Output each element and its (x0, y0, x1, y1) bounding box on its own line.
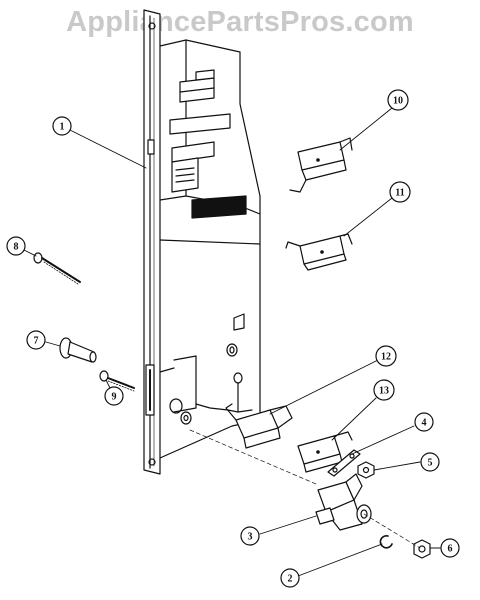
svg-text:4: 4 (422, 418, 427, 429)
bracket-panel (143, 9, 261, 475)
callout-5: 5 (420, 452, 440, 472)
svg-text:7: 7 (34, 336, 39, 347)
nut-6 (413, 539, 431, 559)
callout-12: 12 (375, 345, 397, 367)
switch-12 (225, 403, 293, 449)
svg-text:10: 10 (393, 96, 403, 107)
callout-13: 13 (373, 379, 395, 401)
screw-9 (99, 370, 135, 392)
upper-bracket-details (169, 69, 247, 219)
callout-11: 11 (389, 181, 411, 203)
svg-text:6: 6 (448, 544, 453, 555)
svg-text:8: 8 (14, 242, 19, 253)
callout-1: 1 (52, 116, 72, 136)
callout-7: 7 (26, 330, 46, 350)
svg-text:11: 11 (395, 188, 404, 199)
nut-5 (357, 461, 375, 479)
actuator-3 (315, 473, 372, 531)
svg-text:1: 1 (60, 122, 65, 133)
watermark-text: AppliancePartsPros.com (66, 6, 414, 38)
switch-11 (285, 233, 353, 271)
svg-text:13: 13 (379, 386, 389, 397)
lower-bracket-details (159, 313, 253, 425)
svg-text:5: 5 (428, 458, 433, 469)
svg-text:9: 9 (112, 392, 117, 403)
callout-6: 6 (440, 538, 460, 558)
switch-13 (297, 431, 353, 473)
screw-8 (33, 252, 81, 285)
callout-2: 2 (280, 568, 300, 588)
leader-lines (23, 107, 441, 577)
callout-9: 9 (104, 386, 124, 406)
callout-8: 8 (6, 236, 26, 256)
switch-10 (289, 137, 353, 193)
svg-text:3: 3 (248, 532, 253, 543)
callout-10: 10 (387, 89, 409, 111)
svg-text:2: 2 (288, 574, 293, 585)
clip-2 (379, 535, 393, 549)
assembly-axis-lines (189, 429, 421, 549)
callout-3: 3 (240, 526, 260, 546)
svg-text:12: 12 (381, 352, 391, 363)
callout-4: 4 (414, 412, 434, 432)
pin-7 (59, 337, 97, 363)
